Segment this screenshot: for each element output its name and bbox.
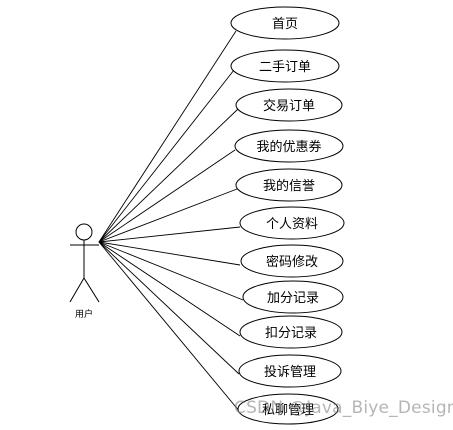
use-case-7[interactable]: 加分记录 bbox=[242, 280, 344, 314]
use-case-label: 我的信誉 bbox=[263, 178, 315, 194]
association-lines bbox=[98, 30, 244, 413]
use-case-label: 个人资料 bbox=[266, 217, 318, 232]
actor-label: 用户 bbox=[75, 308, 93, 320]
use-case-8[interactable]: 扣分记录 bbox=[239, 315, 343, 349]
actor-left-leg bbox=[69, 277, 85, 303]
actor-right-leg bbox=[83, 277, 100, 303]
use-case-label: 我的优惠券 bbox=[256, 139, 321, 155]
use-case-label: 私聊管理 bbox=[262, 403, 314, 418]
watermark: CSDN @Java_Biye_Design bbox=[234, 398, 453, 418]
association-line-7 bbox=[98, 241, 244, 301]
use-case-1[interactable]: 二手订单 bbox=[230, 49, 340, 83]
actor-user bbox=[69, 223, 100, 303]
use-case-ellipse bbox=[235, 168, 343, 202]
use-case-ellipse bbox=[235, 88, 343, 122]
use-case-ellipse bbox=[238, 354, 342, 388]
use-case-ellipse bbox=[234, 129, 344, 163]
association-line-9 bbox=[98, 241, 240, 375]
association-line-3 bbox=[98, 149, 236, 243]
use-case-ellipse bbox=[237, 393, 339, 425]
use-case-4[interactable]: 我的信誉 bbox=[235, 168, 343, 202]
use-case-6[interactable]: 密码修改 bbox=[240, 244, 344, 278]
association-line-10 bbox=[98, 241, 241, 413]
use-case-0[interactable]: 首页 bbox=[230, 6, 340, 40]
association-line-0 bbox=[98, 30, 237, 243]
use-case-ellipse bbox=[230, 6, 340, 40]
use-case-label: 密码修改 bbox=[266, 254, 318, 270]
use-case-10[interactable]: 私聊管理 bbox=[237, 393, 339, 425]
association-line-6 bbox=[98, 241, 241, 266]
use-case-2[interactable]: 交易订单 bbox=[235, 88, 343, 122]
use-case-9[interactable]: 投诉管理 bbox=[238, 354, 342, 388]
use-case-ellipse bbox=[239, 206, 345, 240]
association-line-4 bbox=[98, 188, 238, 243]
use-case-label: 加分记录 bbox=[267, 291, 319, 306]
use-case-ellipse bbox=[240, 244, 344, 278]
use-case-ellipse bbox=[239, 315, 343, 349]
use-case-3[interactable]: 我的优惠券 bbox=[234, 129, 344, 163]
use-case-label: 投诉管理 bbox=[264, 364, 316, 380]
association-line-5 bbox=[98, 226, 241, 243]
use-case-ellipse bbox=[230, 49, 340, 83]
use-case-ellipse bbox=[242, 280, 344, 314]
association-line-1 bbox=[98, 69, 235, 243]
use-case-label: 二手订单 bbox=[259, 60, 311, 75]
use-case-label: 扣分记录 bbox=[265, 326, 317, 341]
association-line-8 bbox=[98, 241, 241, 337]
use-case-label: 首页 bbox=[272, 17, 298, 32]
use-case-5[interactable]: 个人资料 bbox=[239, 206, 345, 240]
actor-head bbox=[75, 223, 93, 241]
association-line-2 bbox=[98, 108, 239, 243]
use-case-label: 交易订单 bbox=[263, 98, 315, 114]
